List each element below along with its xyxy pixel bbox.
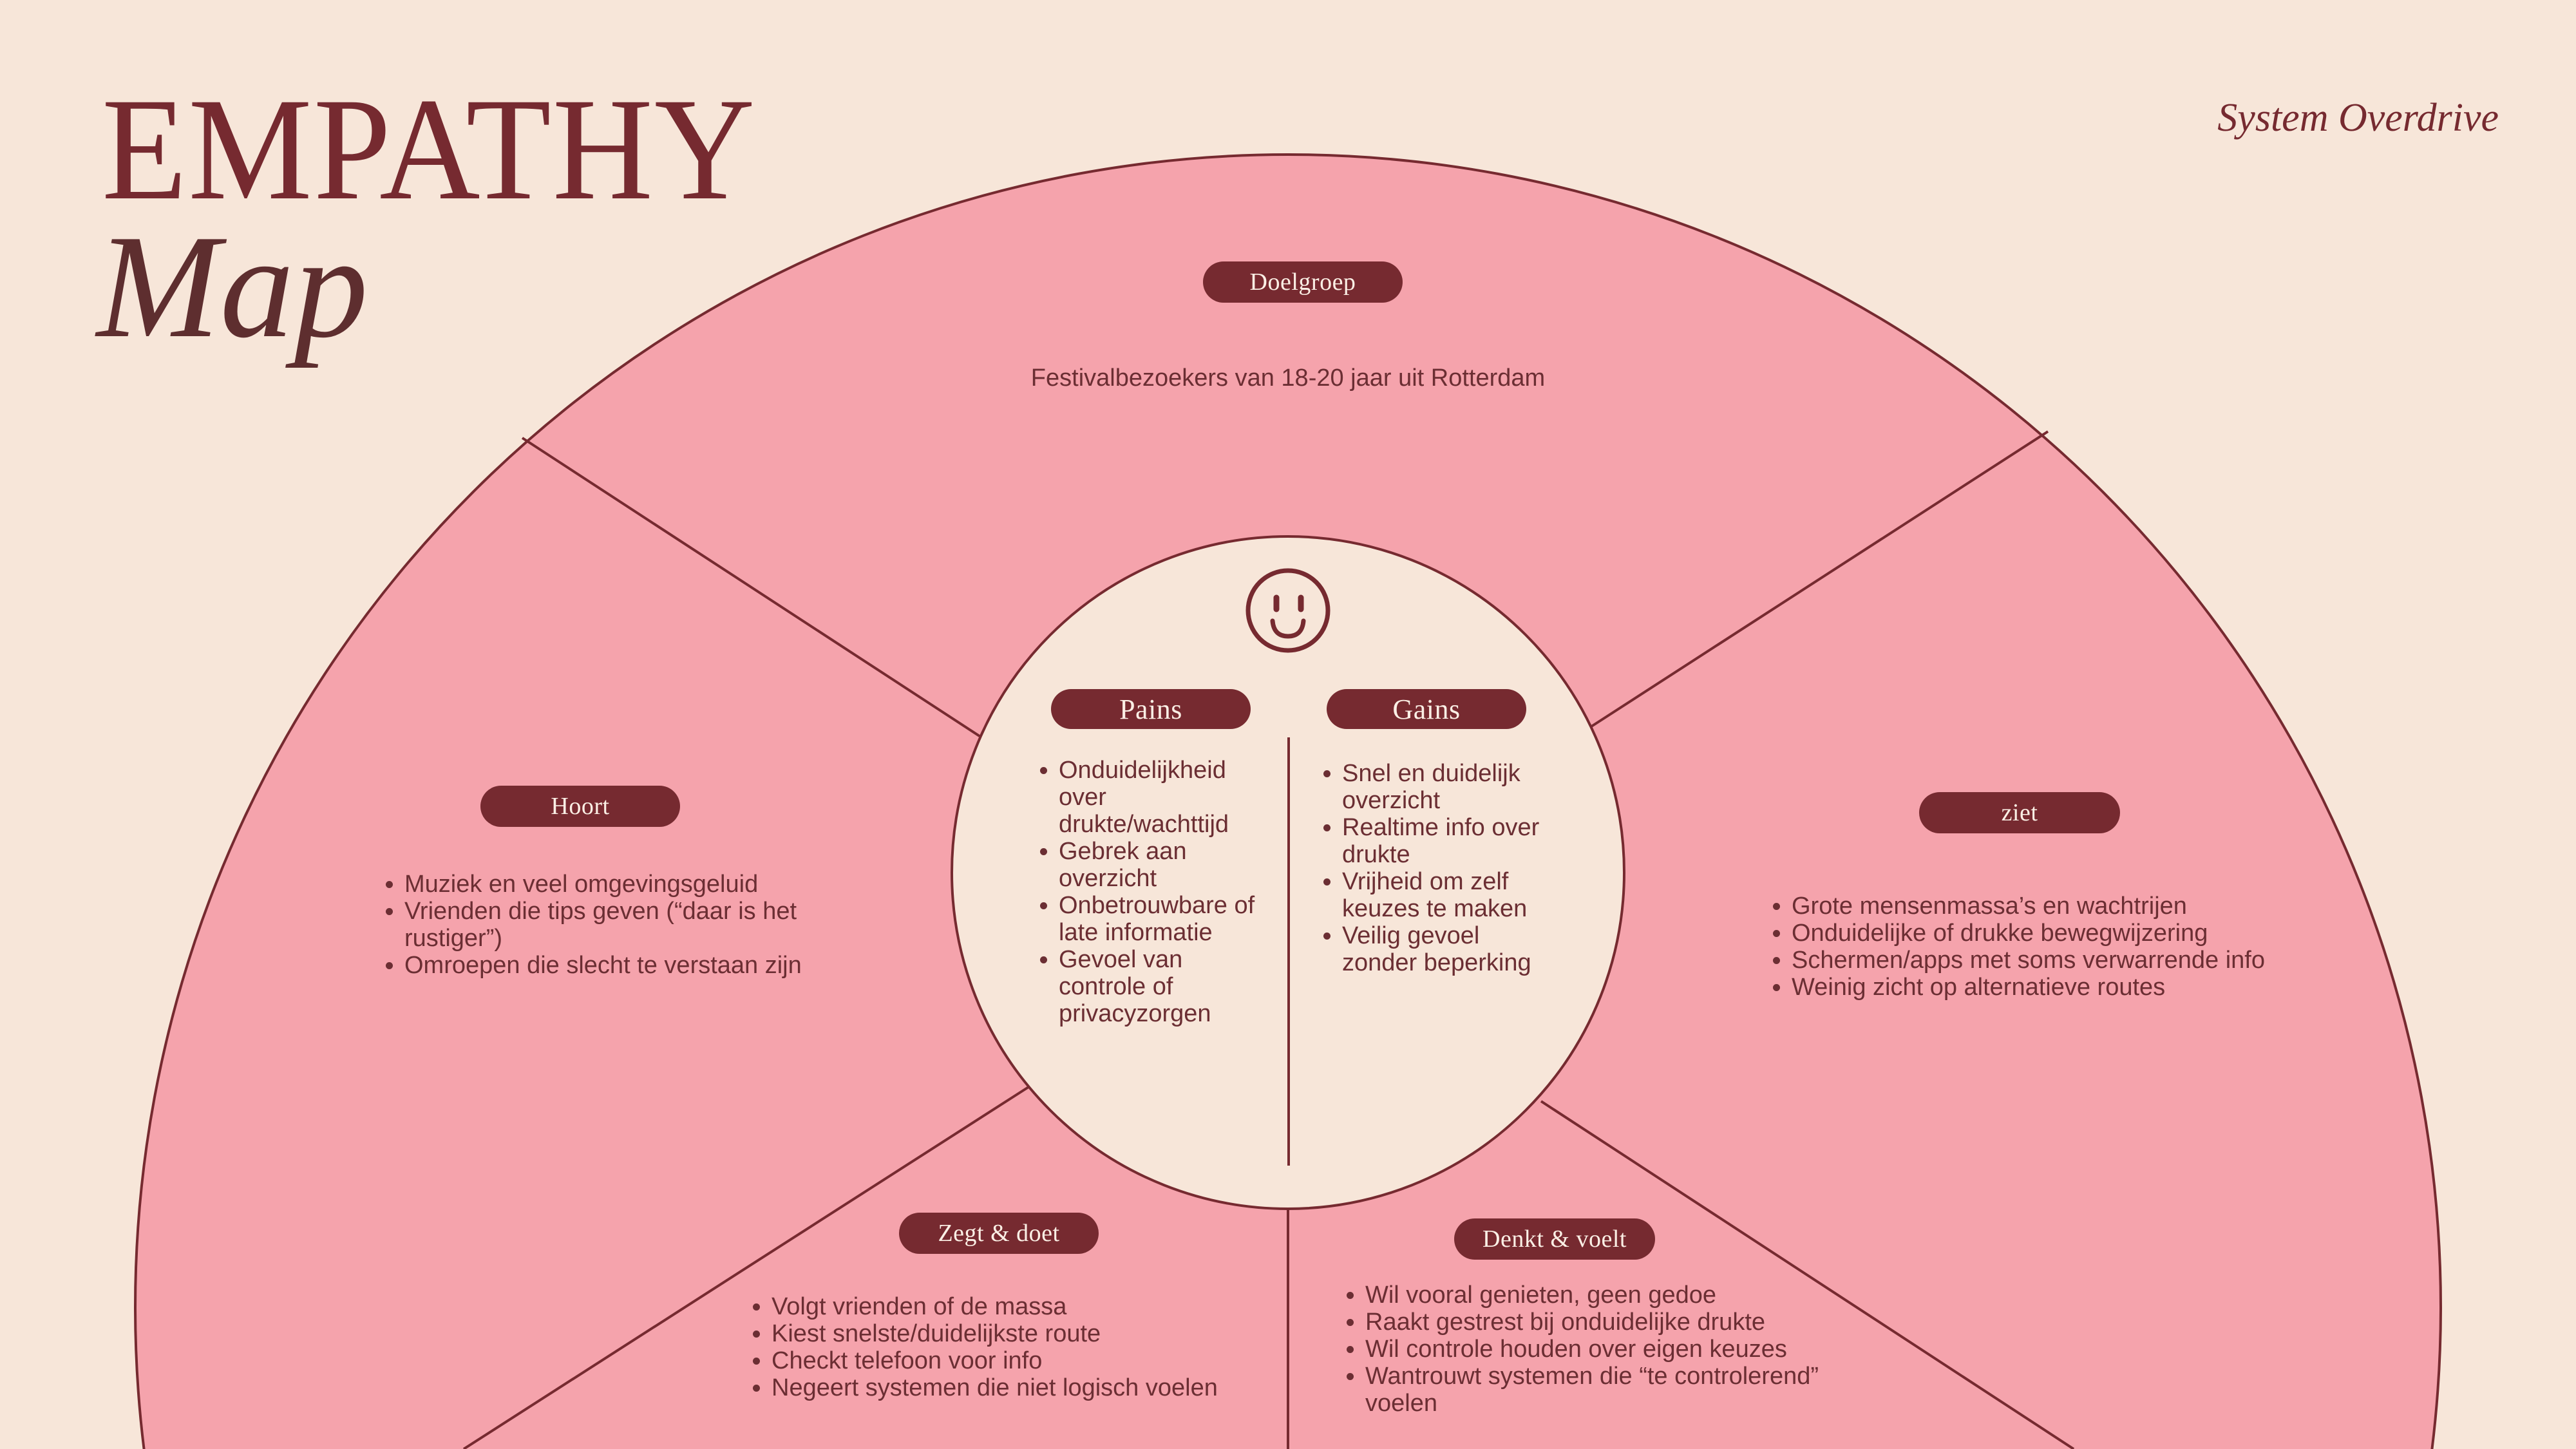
gains-item: Veilig gevoel zonder beperking (1342, 922, 1558, 976)
gains-label-text: Gains (1392, 693, 1461, 725)
gains-label: Gains (1327, 689, 1526, 729)
doelgroep-label-text: Doelgroep (1249, 269, 1356, 296)
denkt-voelt-label: Denkt & voelt (1454, 1218, 1655, 1260)
divider-bottom-left (462, 1086, 1030, 1449)
gains-item: Snel en duidelijk overzicht (1342, 760, 1558, 814)
zegt-doet-list: Volgt vrienden of de massa Kiest snelste… (743, 1293, 1271, 1401)
denkt-voelt-label-text: Denkt & voelt (1482, 1226, 1627, 1253)
hoort-item: Omroepen die slecht te verstaan zijn (404, 952, 853, 979)
ziet-list: Grote mensenmassa’s en wachtrijen Onduid… (1763, 893, 2266, 1001)
hoort-label: Hoort (480, 786, 680, 827)
ziet-label-text: ziet (2001, 799, 2038, 826)
pains-item: Gevoel van controle of privacyzorgen (1059, 946, 1275, 1027)
denkt-voelt-item: Wil vooral genieten, geen gedoe (1365, 1282, 1871, 1309)
zegt-doet-label: Zegt & doet (899, 1213, 1099, 1254)
pains-label-text: Pains (1119, 693, 1182, 725)
zegt-doet-item: Negeert systemen die niet logisch voelen (772, 1374, 1271, 1401)
ziet-item: Schermen/apps met soms verwarrende info (1792, 947, 2266, 974)
pains-label: Pains (1051, 689, 1251, 729)
pains-item: Onduidelijkheid over drukte/wachttijd (1059, 757, 1275, 838)
gains-item: Realtime info over drukte (1342, 814, 1558, 868)
pains-item: Onbetrouwbare of late informatie (1059, 892, 1275, 946)
denkt-voelt-item: Wantrouwt systemen die “te controlerend”… (1365, 1363, 1871, 1417)
ziet-item: Weinig zicht op alternatieve routes (1792, 974, 2266, 1001)
pains-item: Gebrek aan overzicht (1059, 838, 1275, 892)
denkt-voelt-item: Raakt gestrest bij onduidelijke drukte (1365, 1309, 1871, 1336)
doelgroep-text: Festivalbezoekers van 18-20 jaar uit Rot… (1030, 365, 1546, 392)
divider-top-left (521, 437, 981, 737)
hoort-item: Vrienden die tips geven (“daar is het ru… (404, 898, 853, 952)
title-map: Map (97, 204, 368, 368)
hoort-label-text: Hoort (551, 793, 610, 820)
ziet-item: Onduidelijke of drukke bewegwijzering (1792, 920, 2266, 947)
denkt-voelt-list: Wil vooral genieten, geen gedoe Raakt ge… (1337, 1282, 1871, 1417)
zegt-doet-label-text: Zegt & doet (938, 1220, 1060, 1247)
zegt-doet-item: Checkt telefoon voor info (772, 1347, 1271, 1374)
ziet-item: Grote mensenmassa’s en wachtrijen (1792, 893, 2266, 920)
smiley-face-icon (1245, 568, 1331, 653)
gains-item: Vrijheid om zelf keuzes te maken (1342, 868, 1558, 922)
brand-name: System Overdrive (2217, 96, 2499, 140)
denkt-voelt-item: Wil controle houden over eigen keuzes (1365, 1336, 1871, 1363)
zegt-doet-item: Kiest snelste/duidelijkste route (772, 1320, 1271, 1347)
gains-list: Snel en duidelijk overzicht Realtime inf… (1314, 760, 1558, 976)
divider-bottom-right (1540, 1100, 2075, 1449)
title-empathy: EMPATHY (102, 68, 757, 231)
hoort-list: Muziek en veel omgevingsgeluid Vrienden … (376, 871, 853, 979)
zegt-doet-item: Volgt vrienden of de massa (772, 1293, 1271, 1320)
hoort-item: Muziek en veel omgevingsgeluid (404, 871, 853, 898)
pains-list: Onduidelijkheid over drukte/wachttijd Ge… (1030, 757, 1275, 1027)
doelgroep-label: Doelgroep (1203, 261, 1403, 303)
ziet-label: ziet (1919, 792, 2120, 833)
divider-top-right (1588, 430, 2049, 729)
